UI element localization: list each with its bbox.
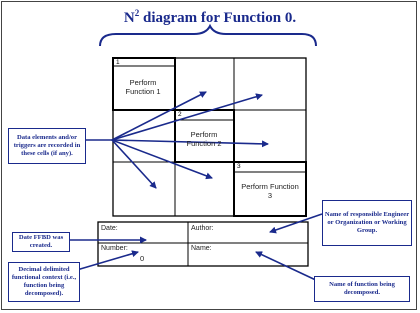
arrow-decimal: [69, 250, 139, 273]
arrow-to-cell-1-3: [111, 93, 263, 141]
diagram-title: N2 diagram for Function 0.: [95, 8, 325, 27]
arrow-engineer: [269, 213, 323, 234]
arrow-to-cell-1-2: [111, 91, 207, 141]
arrow-to-cell-2-3: [111, 139, 269, 148]
callout-engineer: Name of responsible Engineer or Organiza…: [322, 200, 412, 246]
callout-function-name: Name of function being decomposed.: [314, 276, 410, 302]
callout-date-ffbd: Date FFBD was created.: [12, 232, 70, 252]
date-field-label: Date:: [101, 225, 118, 232]
function-1-box: [112, 57, 176, 111]
function-3-number: 3: [237, 163, 241, 170]
callout-data-elements: Data elements and/or triggers are record…: [8, 128, 86, 164]
author-field-label: Author:: [191, 225, 214, 232]
arrow-function-name: [255, 251, 321, 283]
title-rest: diagram for Function 0.: [139, 10, 297, 26]
function-3-label: Perform Function 3: [241, 182, 299, 200]
function-1-number: 1: [116, 59, 120, 66]
function-2-number: 2: [178, 111, 182, 118]
arrow-to-cell-3-2: [111, 139, 213, 180]
info-block: [97, 221, 309, 267]
callout-decimal-context: Decimal delimited functional context (i.…: [8, 262, 80, 302]
arrow-to-cell-3-1: [111, 139, 157, 189]
title-superscript: 2: [134, 8, 140, 18]
title-brace: [99, 23, 317, 47]
title-prefix: N: [123, 10, 135, 26]
function-3-box: [233, 161, 307, 217]
number-field-label: Number:: [101, 245, 128, 252]
function-2-label: Perform Function 2: [186, 130, 222, 148]
name-field-label: Name:: [191, 245, 212, 252]
function-1-label: Perform Function 1: [125, 78, 161, 96]
matrix-border: [112, 57, 307, 217]
function-2-box: [174, 109, 235, 163]
number-field-value: 0: [140, 254, 145, 263]
page-frame: [1, 1, 417, 310]
